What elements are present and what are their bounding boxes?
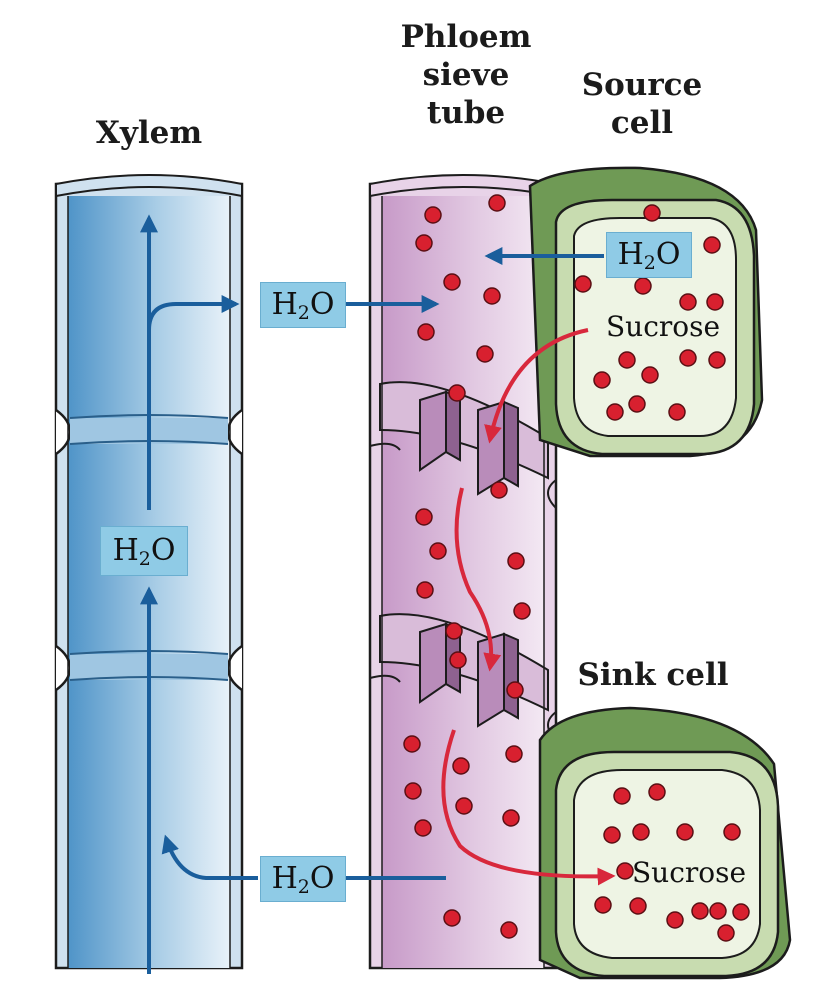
sucrose-molecule (416, 581, 434, 599)
subscript-2: 2 (643, 252, 656, 274)
phloem-title-line-1: Phloem (400, 19, 532, 55)
sucrose-molecule (606, 403, 624, 421)
sucrose-molecule (703, 236, 721, 254)
phloem-title-line-3: tube (426, 95, 506, 131)
sucrose-molecule (488, 194, 506, 212)
sucrose-molecule (643, 204, 661, 222)
sucrose-molecule (641, 366, 659, 384)
sucrose-molecule (500, 921, 518, 939)
sucrose-molecule (448, 384, 466, 402)
sucrose-label-sink: Sucrose (632, 856, 747, 889)
sucrose-molecule (628, 395, 646, 413)
sucrose-molecule (676, 823, 694, 841)
sucrose-molecule (415, 508, 433, 526)
sucrose-molecule (708, 351, 726, 369)
sucrose-molecule (404, 782, 422, 800)
subscript-2: 2 (297, 876, 310, 898)
sucrose-molecule (594, 896, 612, 914)
sucrose-molecule (679, 293, 697, 311)
sucrose-molecule (706, 293, 724, 311)
subscript-2: 2 (297, 302, 310, 324)
h-symbol: H (112, 533, 139, 568)
o-symbol: O (655, 237, 681, 272)
water-label-source: H2O (606, 232, 692, 278)
phloem-title-line-2: sieve (422, 57, 510, 93)
sucrose-molecule (603, 826, 621, 844)
h-symbol: H (271, 287, 298, 322)
sink-cell-title: Sink cell (568, 656, 738, 694)
water-return-arrow (161, 834, 258, 880)
source-title-line-2: cell (610, 105, 674, 141)
sucrose-molecule (648, 783, 666, 801)
sucrose-molecule (574, 275, 592, 293)
sucrose-molecule (513, 602, 531, 620)
sucrose-molecule (593, 371, 611, 389)
sucrose-molecule (476, 345, 494, 363)
sucrose-molecule (429, 542, 447, 560)
xylem-title-text: Xylem (95, 115, 203, 151)
sucrose-molecule (502, 809, 520, 827)
water-label-between: H2O (260, 282, 346, 328)
o-symbol: O (309, 287, 335, 322)
sucrose-molecule (506, 681, 524, 699)
sucrose-molecule (629, 897, 647, 915)
sucrose-loading-arrow (484, 328, 589, 444)
o-symbol: O (309, 861, 335, 896)
h-symbol: H (271, 861, 298, 896)
sucrose-unloading-arrow (441, 729, 616, 886)
sucrose-flow-arrows (441, 328, 616, 886)
water-label-xylem: H2O (100, 526, 188, 576)
sucrose-molecule (445, 622, 463, 640)
sucrose-molecule (414, 819, 432, 837)
sucrose-molecule (417, 323, 435, 341)
sucrose-molecule (424, 206, 442, 224)
sucrose-molecule (449, 651, 467, 669)
sucrose-molecule (490, 481, 508, 499)
sucrose-molecule (613, 787, 631, 805)
sucrose-molecule (415, 234, 433, 252)
sucrose-molecule (666, 911, 684, 929)
sucrose-molecule (507, 552, 525, 570)
xylem-title: Xylem (90, 114, 208, 152)
sucrose-molecule (443, 909, 461, 927)
sucrose-molecule (679, 349, 697, 367)
phloem-title: Phloem sieve tube (384, 18, 548, 132)
sucrose-molecule (403, 735, 421, 753)
source-title-line-1: Source (581, 67, 703, 103)
water-flow-arrows (140, 214, 604, 974)
sucrose-molecules (403, 194, 750, 942)
sucrose-molecule (452, 757, 470, 775)
sucrose-molecule (709, 902, 727, 920)
sucrose-molecule (483, 287, 501, 305)
subscript-2: 2 (138, 548, 151, 570)
sucrose-molecule (505, 745, 523, 763)
water-label-bottom: H2O (260, 856, 346, 902)
sucrose-molecule (632, 823, 650, 841)
sucrose-molecule (616, 862, 634, 880)
sucrose-molecule (443, 273, 461, 291)
sucrose-molecule (618, 351, 636, 369)
o-symbol: O (150, 533, 176, 568)
sucrose-translocation-arrow (454, 487, 502, 672)
sucrose-molecule (723, 823, 741, 841)
sucrose-label-source: Sucrose (606, 310, 721, 343)
sucrose-molecule (668, 403, 686, 421)
sucrose-molecule (717, 924, 735, 942)
source-cell (528, 166, 764, 458)
sucrose-molecule (691, 902, 709, 920)
h-symbol: H (617, 237, 644, 272)
xylem-to-phloem-arrow (147, 295, 240, 331)
sink-cell (538, 706, 792, 980)
sucrose-molecule (634, 277, 652, 295)
source-cell-title: Source cell (566, 66, 718, 142)
sucrose-molecule (732, 903, 750, 921)
sink-title-text: Sink cell (577, 657, 729, 693)
sucrose-molecule (455, 797, 473, 815)
